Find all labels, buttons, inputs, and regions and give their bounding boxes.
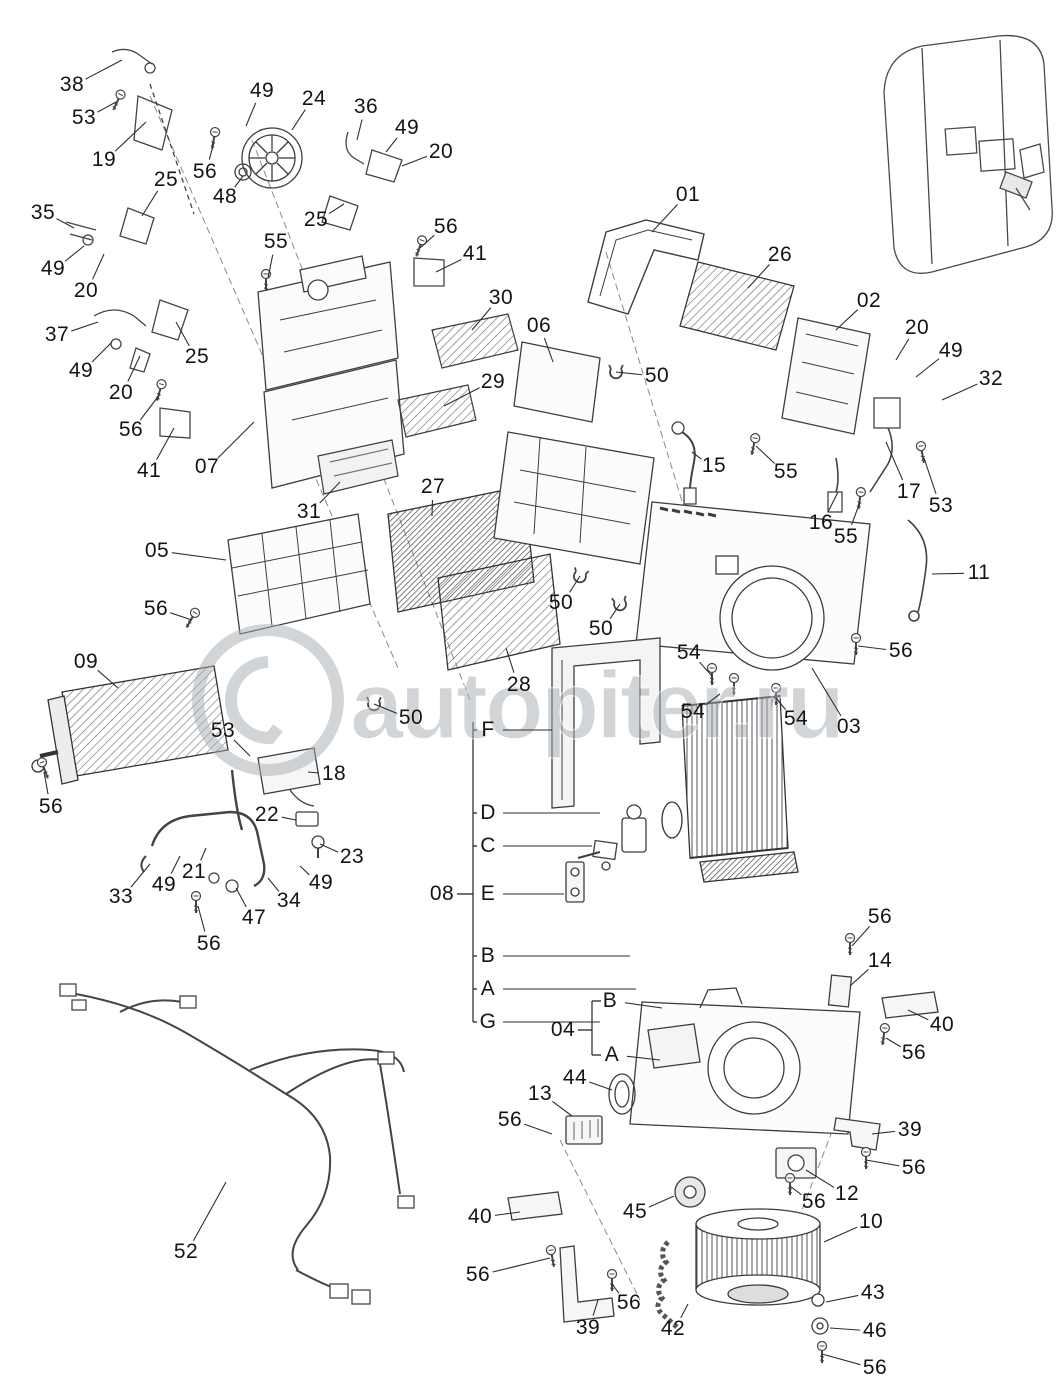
case-bottom-tray xyxy=(227,513,371,635)
cab-locator-illustration xyxy=(883,34,1053,274)
u-shaped-duct xyxy=(551,637,661,809)
heater-core xyxy=(31,665,229,785)
washers xyxy=(811,1293,829,1335)
drain-hose xyxy=(655,1240,680,1330)
cover-panel xyxy=(781,317,871,435)
panel-26 xyxy=(679,261,795,351)
expansion-valve-group xyxy=(565,804,647,903)
mount-brackets xyxy=(507,974,939,1323)
filters xyxy=(317,313,519,495)
wiring-harness xyxy=(59,983,415,1305)
blower-motor-fan xyxy=(695,1208,821,1306)
watermark-text: autopiter.ru xyxy=(350,652,842,759)
blower-housing xyxy=(635,501,871,671)
duct-and-middle-case xyxy=(493,341,655,565)
evaporator-core xyxy=(661,695,799,883)
watermark: autopiter.ru xyxy=(192,624,846,776)
support-bracket xyxy=(587,219,705,315)
thermistor-wire xyxy=(671,421,697,505)
small-brackets-top-left xyxy=(65,48,445,439)
leader-lines xyxy=(43,59,978,1366)
blower-case xyxy=(629,987,861,1135)
fan-wheel xyxy=(234,127,303,189)
heater-pipes xyxy=(140,769,266,893)
